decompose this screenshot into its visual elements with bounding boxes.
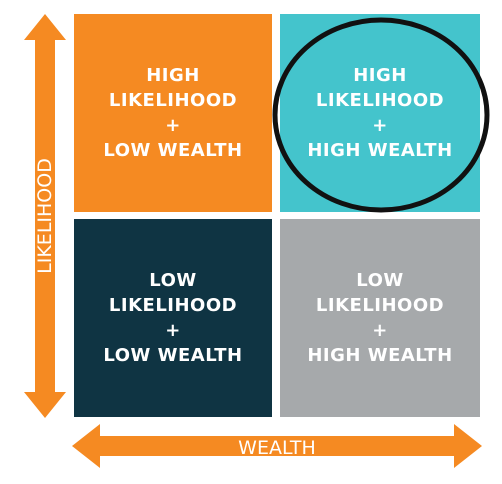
quadrant-line: LIKELIHOOD [108, 295, 238, 316]
likelihood-arrow-shape [24, 14, 66, 418]
quadrant-line: LOW [356, 270, 404, 291]
quadrant-line: HIGH WEALTH [307, 345, 453, 366]
quadrant-line: LIKELIHOOD [108, 90, 238, 111]
quadrant-line: HIGH [146, 65, 200, 86]
quadrant-line: + [372, 115, 388, 136]
quadrant-high-likelihood-low-wealth: HIGH LIKELIHOOD + LOW WEALTH [74, 14, 272, 212]
quadrant-low-likelihood-high-wealth: LOW LIKELIHOOD + HIGH WEALTH [280, 219, 480, 417]
wealth-axis-arrow [72, 424, 482, 468]
quadrant-line: LIKELIHOOD [315, 90, 445, 111]
quadrant-line: LOW [149, 270, 197, 291]
likelihood-axis-arrow [24, 14, 66, 418]
quadrant-line: + [165, 115, 181, 136]
quadrant-line: LIKELIHOOD [315, 295, 445, 316]
likelihood-axis-label: LIKELIHOOD [34, 158, 56, 274]
quadrant-line: LOW WEALTH [103, 140, 243, 161]
wealth-arrow-shape [72, 424, 482, 468]
quadrant-line: HIGH [353, 65, 407, 86]
quadrant-high-likelihood-high-wealth: HIGH LIKELIHOOD + HIGH WEALTH [280, 14, 480, 212]
quadrant-line: HIGH WEALTH [307, 140, 453, 161]
quadrant-low-likelihood-low-wealth: LOW LIKELIHOOD + LOW WEALTH [74, 219, 272, 417]
quadrant-line: + [165, 320, 181, 341]
quadrant-line: + [372, 320, 388, 341]
wealth-axis-label: WEALTH [238, 437, 316, 459]
quadrant-line: LOW WEALTH [103, 345, 243, 366]
